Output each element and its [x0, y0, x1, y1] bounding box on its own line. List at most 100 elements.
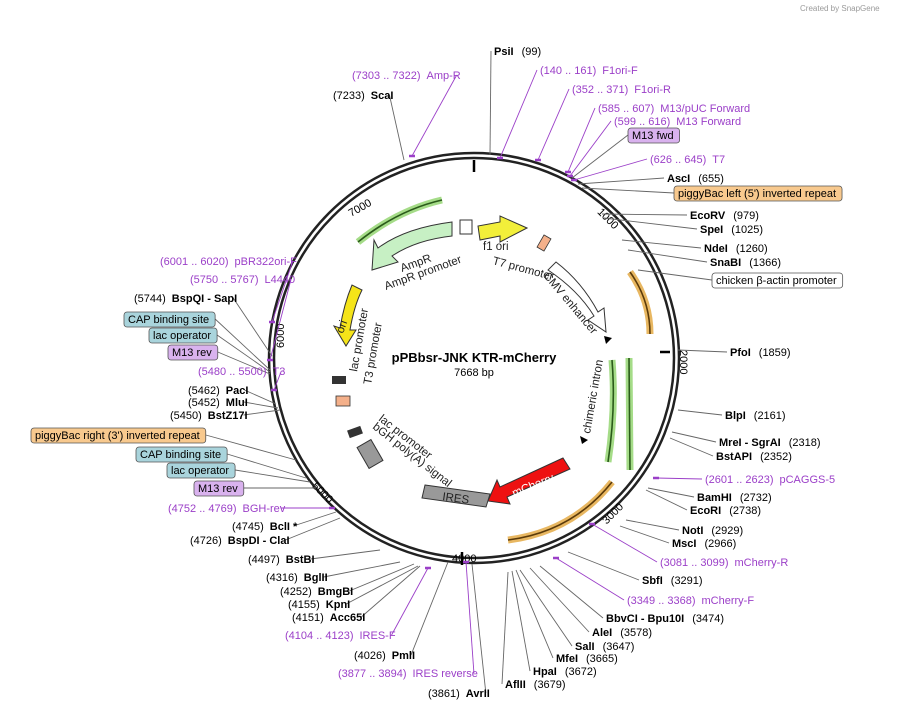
site-name: SbfI — [642, 575, 663, 587]
feature-label-text: M13 rev — [172, 347, 212, 359]
feature-label-text: M13 fwd — [632, 130, 674, 142]
site-label-mrei-sgrai: MreI - SgrAI(2318) — [719, 437, 821, 449]
leader-line-m13-rev — [217, 351, 271, 375]
primer-label: (7303 .. 7322)Amp-R — [352, 70, 461, 82]
site-label-snabi: SnaBI(1366) — [710, 257, 781, 269]
ampr-arrow — [371, 221, 453, 271]
site-name: KpnI — [326, 599, 350, 611]
leader-line-lac-operator — [235, 469, 311, 483]
site-name: AvrII — [466, 688, 490, 700]
site-position: (979) — [733, 210, 759, 222]
site-position: (99) — [522, 46, 542, 58]
enzyme-label: MscI(2966) — [672, 538, 736, 550]
site-position: (3349 .. 3368) — [627, 595, 696, 607]
leader-line-blpi — [677, 409, 723, 416]
leader-line-l4440 — [269, 278, 292, 361]
site-position: (1025) — [731, 224, 763, 236]
tick-5000: 5000 — [309, 480, 335, 506]
leader-line-cap-binding-site — [214, 318, 271, 371]
leader-line-pcaggs-5 — [655, 477, 703, 480]
site-name: BglII — [304, 572, 328, 584]
site-position: (1366) — [749, 257, 781, 269]
leader-line-mfei — [515, 569, 554, 659]
f1-ori-arrow — [477, 215, 529, 243]
leader-line-m13-forward — [569, 120, 612, 177]
site-name: NdeI — [704, 243, 728, 255]
enzyme-label: PsiI(99) — [494, 46, 541, 58]
site-position: (4252) — [280, 586, 312, 598]
site-position: (3861) — [428, 688, 460, 700]
site-name: SpeI — [700, 224, 723, 236]
leader-line-pmli — [410, 561, 449, 656]
site-label-pfoi: PfoI(1859) — [730, 347, 791, 359]
site-label-mlui: (5452)MluI — [188, 397, 248, 409]
tick-2000: 2000 — [677, 350, 689, 374]
tick-3000: 3000 — [600, 501, 626, 527]
leader-line-kpni — [346, 565, 419, 605]
site-name: BGH-rev — [243, 503, 286, 515]
site-label-psii: PsiI(99) — [494, 46, 541, 58]
feature-label-box — [148, 327, 218, 344]
leader-line-paci — [244, 389, 277, 405]
site-name: M13 Forward — [676, 116, 741, 128]
lac-promoter-marker-bottom — [347, 425, 363, 439]
site-position: (6001 .. 6020) — [160, 256, 229, 268]
leader-line-pfoi — [677, 349, 728, 353]
site-position: (5744) — [134, 293, 166, 305]
leader-line-avrii — [471, 563, 487, 694]
site-name: MluI — [226, 397, 248, 409]
site-label-bspqi-sapi: (5744)BspQI - SapI — [134, 293, 237, 305]
leader-line-aflii — [501, 571, 509, 685]
leader-line-ires-f — [391, 567, 429, 636]
snapgene-credit: Created by SnapGene — [800, 4, 880, 13]
leader-line-msci — [619, 525, 670, 544]
leader-line-pbr322ori-f — [271, 260, 294, 323]
site-name: NotI — [682, 525, 703, 537]
feature-label-box — [167, 344, 219, 361]
enzyme-label: NdeI(1260) — [704, 243, 768, 255]
primer-label: (6001 .. 6020)pBR322ori-F — [160, 256, 297, 268]
site-label-m13-rev: M13 rev — [167, 344, 219, 361]
leader-line-chicken-actin-promoter — [637, 269, 713, 281]
site-label-amp-r: (7303 .. 7322)Amp-R — [352, 70, 461, 82]
site-label-m13-rev: M13 rev — [193, 480, 245, 497]
site-name: BclI * — [270, 521, 298, 533]
enzyme-label: MfeI(3665) — [556, 653, 618, 665]
site-label-cap-binding-site: CAP binding site — [135, 446, 228, 463]
site-label-ecorv: EcoRV(979) — [690, 210, 759, 222]
site-label-m13-fwd: M13 fwd — [627, 127, 680, 144]
primer-label: (140 .. 161)F1ori-F — [540, 65, 638, 77]
enzyme-label: BbvCI - Bpu10I(3474) — [606, 613, 724, 625]
site-position: (4497) — [248, 554, 280, 566]
enzyme-label: AleI(3578) — [592, 627, 652, 639]
site-position: (626 .. 645) — [650, 154, 706, 166]
site-position: (2929) — [711, 525, 743, 537]
enzyme-label: EcoRI(2738) — [690, 505, 761, 517]
site-label-lac-operator: lac operator — [166, 462, 236, 479]
site-label-spei: SpeI (1025) — [700, 224, 763, 236]
site-position: (3679) — [534, 679, 566, 691]
enzyme-label: (4316)BglII — [266, 572, 328, 584]
site-position: (3647) — [603, 641, 635, 653]
plasmid-backbone — [267, 151, 681, 565]
site-label-blpi: BlpI(2161) — [725, 410, 786, 422]
site-name: BamHI — [697, 492, 732, 504]
site-position: (4726) — [190, 535, 222, 547]
site-name: T3 — [273, 366, 286, 378]
enzyme-label: PfoI(1859) — [730, 347, 791, 359]
site-name: AscI — [667, 173, 690, 185]
site-position: (3665) — [586, 653, 618, 665]
site-label-paci: (5462)PacI — [188, 385, 248, 397]
leader-line-cap-binding-site — [226, 453, 307, 479]
feature-label-box — [193, 480, 245, 497]
feature-label-text: chicken β-actin promoter — [716, 275, 837, 287]
leader-line-t3 — [273, 370, 282, 391]
leader-line-amp-r — [411, 74, 458, 157]
site-name: HpaI — [533, 666, 557, 678]
primer-label: (3877 .. 3894)IRES reverse — [338, 668, 478, 680]
site-label-f1ori-f: (140 .. 161)F1ori-F — [540, 65, 638, 77]
site-position: (3474) — [692, 613, 724, 625]
primer-label: (5480 .. 5500)T3 — [198, 366, 285, 378]
site-label-ndei: NdeI(1260) — [704, 243, 768, 255]
site-name: BlpI — [725, 410, 746, 422]
